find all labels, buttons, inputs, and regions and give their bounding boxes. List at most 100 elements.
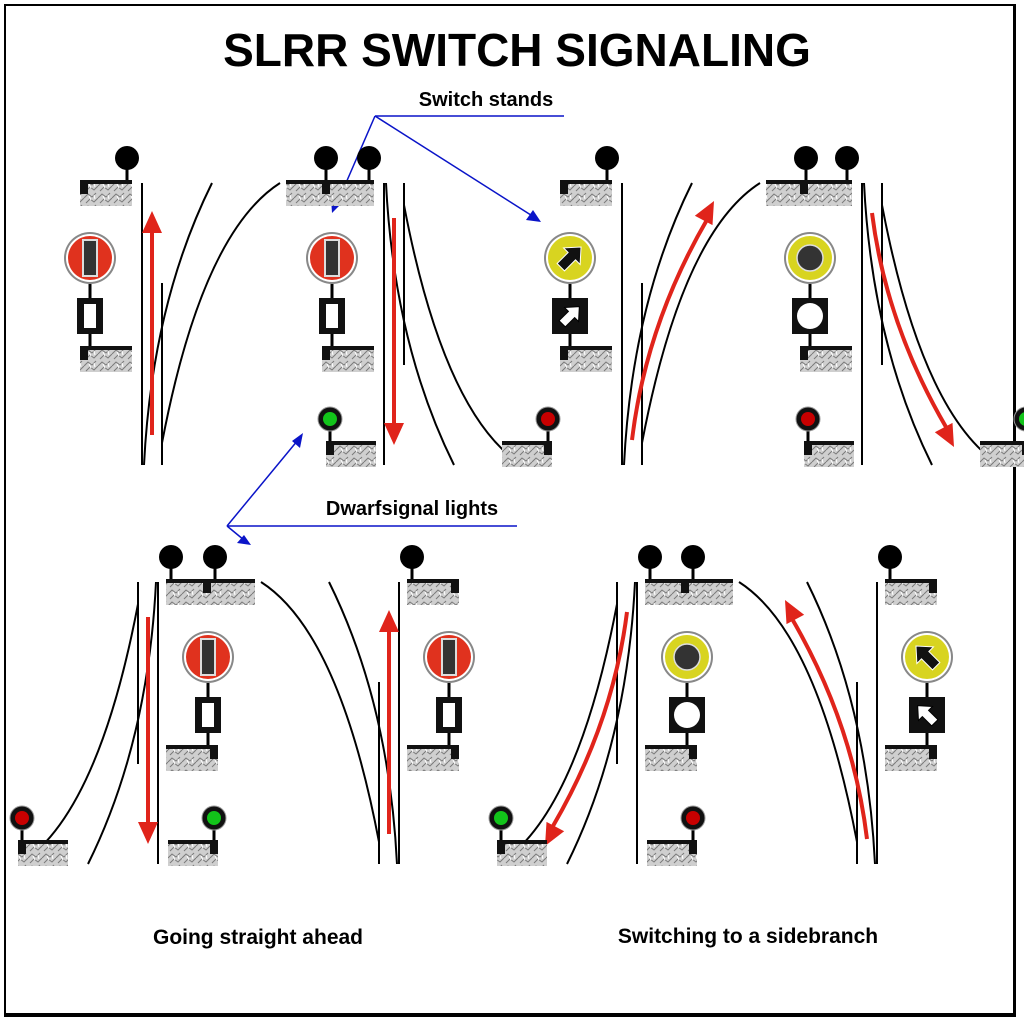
route-arrow-shaft [551, 611, 629, 828]
route-arrowhead-icon [384, 423, 404, 445]
ballast-sleeper [203, 579, 255, 583]
ballast [407, 579, 459, 605]
panel-top-1 [64, 146, 338, 466]
ballast-sleeper [80, 180, 132, 184]
route-arrowhead-icon [545, 821, 565, 846]
ballast [800, 180, 852, 206]
panel-top-4 [784, 146, 1024, 467]
ballast [322, 346, 374, 372]
switch-stand-group [878, 545, 953, 771]
ballast-sleeper [804, 441, 854, 445]
ballast [502, 441, 552, 467]
dwarf-signal [502, 406, 561, 467]
ballast-post [497, 840, 505, 854]
branch-rail [641, 182, 761, 444]
callout-arrowhead-icon [526, 210, 541, 222]
target-disk-icon [638, 545, 662, 569]
ballast-sleeper [766, 180, 818, 184]
switch-stand [423, 631, 475, 753]
target-disk-icon [681, 545, 705, 569]
ballast [980, 441, 1024, 467]
ballast-post [929, 579, 937, 593]
target-disk-icon [115, 146, 139, 170]
panel-bottom-4 [681, 545, 953, 865]
plate-bar-icon [443, 703, 455, 727]
switch-stand [306, 232, 358, 354]
switch-stand-group [638, 545, 713, 771]
arrow-up-left-icon [915, 645, 941, 671]
dot-icon [673, 643, 701, 671]
switch-stand-group [306, 146, 381, 372]
ballast-post [560, 180, 568, 194]
panel-top-3 [544, 146, 818, 466]
ballast-post [210, 840, 218, 854]
target-disk-icon [595, 146, 619, 170]
callout-line [226, 525, 245, 541]
switch-stand [544, 232, 596, 354]
caption-straight: Going straight ahead [153, 926, 363, 949]
plate-dot-icon [797, 303, 823, 329]
ballast [168, 840, 218, 866]
switch-stand-group [784, 146, 859, 372]
red-light-icon [801, 412, 815, 426]
dwarf-signal [795, 406, 854, 467]
callout-arrowhead-icon [292, 433, 303, 448]
ballast-post [689, 745, 697, 759]
ballast [407, 745, 459, 771]
switch-stand-group [400, 545, 475, 771]
ballast-post [80, 346, 88, 360]
ballast-post [80, 180, 88, 194]
branch-rail [863, 182, 933, 466]
ballast [560, 180, 612, 206]
arrow-shape [558, 306, 580, 328]
ballast-post [681, 579, 689, 593]
ballast-sleeper [407, 745, 459, 749]
panel-bottom-1 [9, 545, 234, 866]
ballast-sleeper [645, 579, 697, 583]
switch-stand-group [64, 146, 139, 372]
ballast-sleeper [18, 840, 68, 844]
ballast [80, 346, 132, 372]
ballast-post [451, 745, 459, 759]
ballast [800, 346, 852, 372]
switch-stand [64, 232, 116, 354]
ballast [497, 840, 547, 866]
branch-rail [328, 581, 398, 865]
route-arrowhead-icon [379, 610, 399, 632]
ballast [645, 745, 697, 771]
red-light-icon [15, 811, 29, 825]
dwarf-signal [168, 805, 227, 866]
ballast-sleeper [166, 579, 218, 583]
ballast-sleeper [497, 840, 547, 844]
switch-stand [784, 232, 836, 354]
dwarf-signal [317, 406, 376, 467]
route-arrowhead-icon [142, 211, 162, 233]
branch-rail [498, 603, 618, 865]
ballast-sleeper [645, 745, 697, 749]
red-light-icon [686, 811, 700, 825]
ballast [681, 579, 733, 605]
branch-rail [260, 581, 380, 843]
green-light-icon [494, 811, 508, 825]
page-title: SLRR SWITCH SIGNALING [223, 24, 811, 76]
caption-sidebranch: Switching to a sidebranch [618, 925, 878, 948]
ballast-post [929, 745, 937, 759]
plate-bar-icon [326, 304, 338, 328]
ballast-sleeper [800, 346, 852, 350]
callout-line [374, 115, 535, 218]
ballast-sleeper [560, 180, 612, 184]
branch-rail [143, 182, 213, 466]
panel-bottom-2 [203, 545, 475, 865]
ballast-sleeper [885, 579, 937, 583]
branch-rail [161, 182, 281, 444]
stop-bar-icon [324, 239, 340, 277]
ballast [322, 180, 374, 206]
ballast-sleeper [800, 180, 852, 184]
ballast [80, 180, 132, 206]
ballast-post [322, 180, 330, 194]
switch-stand [182, 631, 234, 753]
route-arrowhead-icon [934, 422, 954, 447]
arrow-shape [556, 246, 582, 272]
ballast-post [1022, 441, 1024, 455]
opposite-stand [681, 545, 733, 605]
